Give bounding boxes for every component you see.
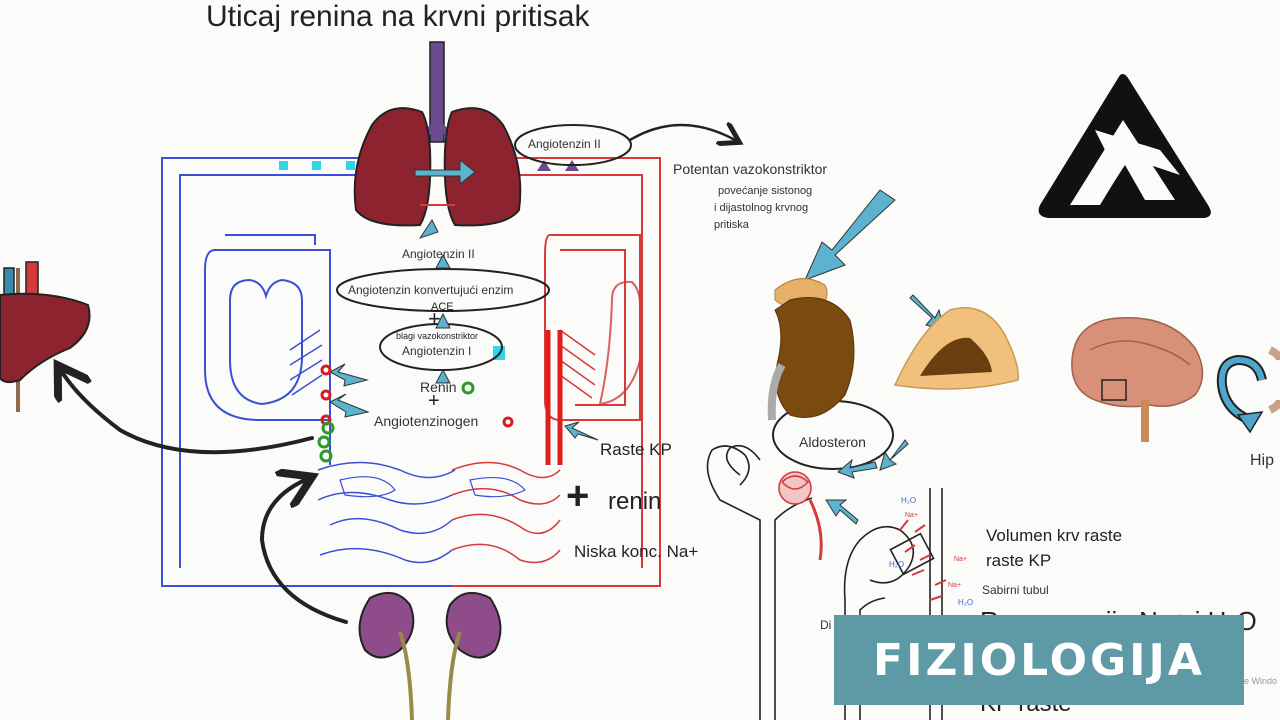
- kidney-icon: [358, 591, 502, 720]
- label-plus-renin-sign: +: [566, 474, 590, 518]
- circulation-loop: [161, 157, 661, 587]
- label-h2o-2: H₂O: [889, 560, 905, 569]
- cycle-arrow-icon: [1216, 346, 1280, 434]
- label-hip: Hip: [1250, 452, 1275, 469]
- label-angiotenzin2-top: Angiotenzin II: [528, 137, 601, 151]
- label-angiotenzin2-mid: Angiotenzin II: [402, 247, 475, 261]
- label-renin: Renin: [420, 379, 457, 395]
- label-angiotenzin1: Angiotenzin I: [402, 344, 472, 358]
- fiziologija-banner: FIZIOLOGIJA: [834, 615, 1244, 705]
- label-ace: ACE: [431, 301, 454, 313]
- label-volumen-1: Volumen krv raste: [986, 526, 1123, 545]
- label-na-3: Na+: [948, 582, 962, 589]
- label-angiotenzinogen: Angiotenzinogen: [374, 413, 479, 429]
- label-plus-1: +: [428, 306, 441, 331]
- label-volumen-2: raste KP: [986, 551, 1052, 570]
- label-potentan: Potentan vazokonstriktor: [673, 161, 828, 177]
- label-povecanje-3: pritiska: [714, 219, 749, 231]
- renin-granules: [317, 364, 514, 463]
- logo-icon: [1038, 74, 1211, 218]
- banner-text: FIZIOLOGIJA: [873, 634, 1205, 686]
- nephron-icon: [706, 444, 947, 720]
- label-ace-enzim: Angiotenzin konvertujući enzim: [348, 283, 514, 297]
- adrenal-icon: [767, 278, 1019, 421]
- label-blagi: blagi vazokonstriktor: [396, 331, 479, 341]
- label-windows: e Windo: [1244, 676, 1278, 686]
- liver-icon: [0, 261, 91, 412]
- label-povecanje-2: i dijastolnog krvnog: [714, 202, 809, 214]
- label-plus-renin: renin: [608, 488, 662, 515]
- black-arrows: [62, 125, 735, 624]
- label-aldosteron: Aldosteron: [799, 434, 866, 450]
- label-na-2: Na+: [954, 556, 968, 563]
- lungs-icon: [353, 41, 579, 227]
- page-title: Uticaj renina na krvni pritisak: [206, 0, 590, 33]
- label-povecanje-1: povećanje sistonog: [718, 185, 813, 197]
- label-di: Di: [820, 618, 832, 632]
- label-h2o-3: H₂O: [958, 598, 974, 607]
- label-sabirni: Sabirni tubul: [982, 583, 1049, 597]
- label-niska: Niska konc. Na+: [574, 542, 699, 561]
- label-na-1: Na+: [905, 512, 919, 519]
- label-plus-2: +: [428, 390, 440, 412]
- label-raste-kp: Raste KP: [600, 440, 672, 459]
- brain-icon: [1071, 317, 1204, 442]
- label-h2o-1: H₂O: [901, 496, 917, 505]
